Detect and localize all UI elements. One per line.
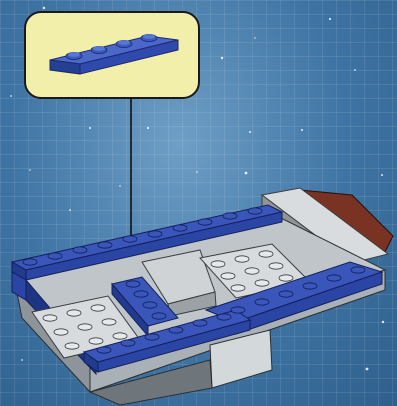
lego-spaceship-hull-build-step-icon: [12, 188, 393, 405]
part-callout: [25, 12, 199, 98]
